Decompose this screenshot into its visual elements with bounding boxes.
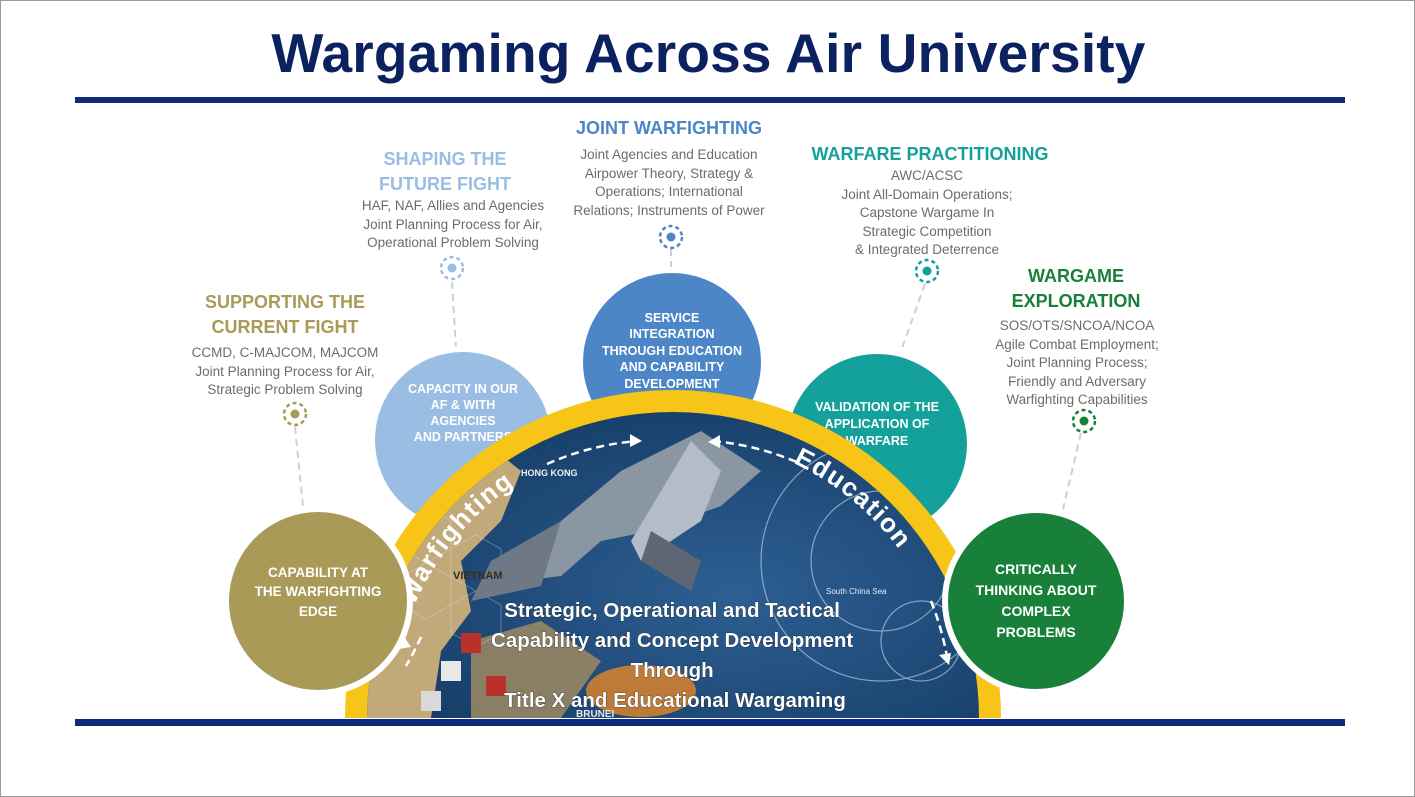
target-icon-5 [1071,408,1097,434]
text-joint-warfighting: Joint Agencies and Education Airpower Th… [573,147,765,218]
heading-supporting-current-fight: SUPPORTING THE CURRENT FIGHT [204,292,365,337]
arrow-left-upper [546,439,638,466]
text-wargame-exploration: SOS/OTS/SNCOA/NCOA Agile Combat Employme… [995,318,1159,407]
aircraft-graphic [471,431,761,601]
text-shaping-future-fight: HAF, NAF, Allies and Agencies Joint Plan… [361,198,545,250]
target-icon-4 [914,258,940,284]
arrowhead-3 [708,435,720,448]
target-icon-1 [282,401,308,427]
center-line-1: Strategic, Operational and Tactical [504,599,840,622]
circle-service-integration-label: SERVICE INTEGRATION THROUGH EDUCATION AN… [601,310,743,391]
circle-validation-warfare-label: VALIDATION OF THE APPLICATION OF WARFARE [815,399,939,448]
connector-line-5 [1062,432,1082,510]
circle-capacity-partners-label: CAPACITY IN OUR AF & WITH AGENCIES AND P… [408,381,518,444]
text-supporting-current-fight: CCMD, C-MAJCOM, MAJCOM Joint Planning Pr… [191,345,379,397]
connector-line-1 [294,426,304,507]
center-line-4: Title X and Educational Wargaming [504,689,846,712]
map-label-hong-kong: HONG KONG [521,468,578,478]
arrowhead-4 [939,653,951,665]
heading-wargame-exploration: WARGAME EXPLORATION [1011,266,1141,311]
map-label-south-china-sea: South China Sea [826,587,887,596]
arrowhead-2 [630,434,642,447]
explosion [586,665,696,717]
target-icon-3 [658,224,684,250]
arrow-left-lower [404,636,423,667]
center-line-3: Through [631,659,714,682]
top-rule [75,97,1345,103]
map-label-vietnam: VIETNAM [453,570,503,582]
heading-joint-warfighting: JOINT WARFIGHTING [576,118,762,138]
circle-capability-edge: CAPABILITY AT THE WARFIGHTING EDGE [223,506,413,696]
text-warfare-practitioning: AWC/ACSC Joint All-Domain Operations; Ca… [841,168,1013,257]
arc-center-text: Strategic, Operational and Tactical Capa… [491,599,859,712]
game-counters [421,633,506,711]
circle-critical-thinking-label: CRITICALLY THINKING ABOUT COMPLEX PROBLE… [975,561,1097,640]
center-line-2: Capability and Concept Development [491,629,853,652]
slide-title: Wargaming Across Air University [271,22,1146,84]
circle-capability-edge-label: CAPABILITY AT THE WARFIGHTING EDGE [254,564,382,619]
heading-shaping-future-fight: SHAPING THE FUTURE FIGHT [379,149,511,194]
circle-critical-thinking: CRITICALLY THINKING ABOUT COMPLEX PROBLE… [942,507,1130,695]
bottom-rule [75,719,1345,726]
heading-warfare-practitioning: WARFARE PRACTITIONING [811,144,1049,164]
map-label-brunei: BRUNEI [576,709,615,720]
target-icon-2 [439,255,465,281]
